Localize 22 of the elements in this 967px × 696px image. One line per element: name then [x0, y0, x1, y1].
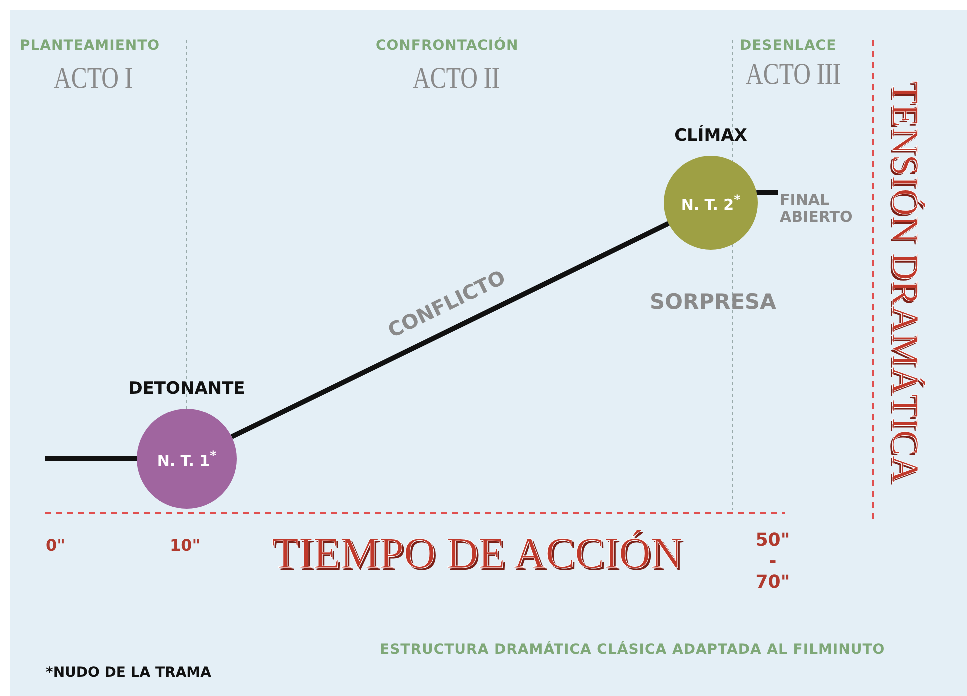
act-name: DESENLACE: [740, 38, 837, 54]
tick-label: 50" - 70": [754, 530, 792, 593]
plot-point-circle: N. T. 1$^{*}$: [137, 409, 237, 509]
node-caption: CLÍMAX: [674, 126, 748, 146]
axis-title: TENSIÓN DRAMÁTICA: [883, 80, 928, 484]
act-name: PLANTEAMIENTO: [20, 38, 160, 54]
act-name: CONFRONTACIÓN: [376, 38, 519, 54]
node-caption: DETONANTE: [128, 379, 246, 399]
tick-label: 10": [170, 536, 201, 555]
act-title: ACTO III: [746, 58, 841, 92]
plot-line: [756, 190, 778, 196]
plot-point-circle: N. T. 2$^{*}$: [664, 156, 758, 250]
act-title: ACTO I: [54, 62, 133, 96]
plot-line: [230, 221, 670, 440]
footnote: *NUDO DE LA TRAMA: [46, 665, 212, 681]
turn-label: SORPRESA: [650, 290, 776, 314]
plot-line: [45, 456, 137, 462]
tick-label: 0": [46, 536, 66, 555]
ending-label: FINAL ABIERTO: [780, 192, 872, 226]
caption-text: ESTRUCTURA DRAMÁTICA CLÁSICA ADAPTADA AL FILMINUTO: [380, 642, 886, 658]
act-title: ACTO II: [413, 62, 500, 96]
axis-title: TIEMPO DE ACCIÓN: [272, 528, 683, 579]
